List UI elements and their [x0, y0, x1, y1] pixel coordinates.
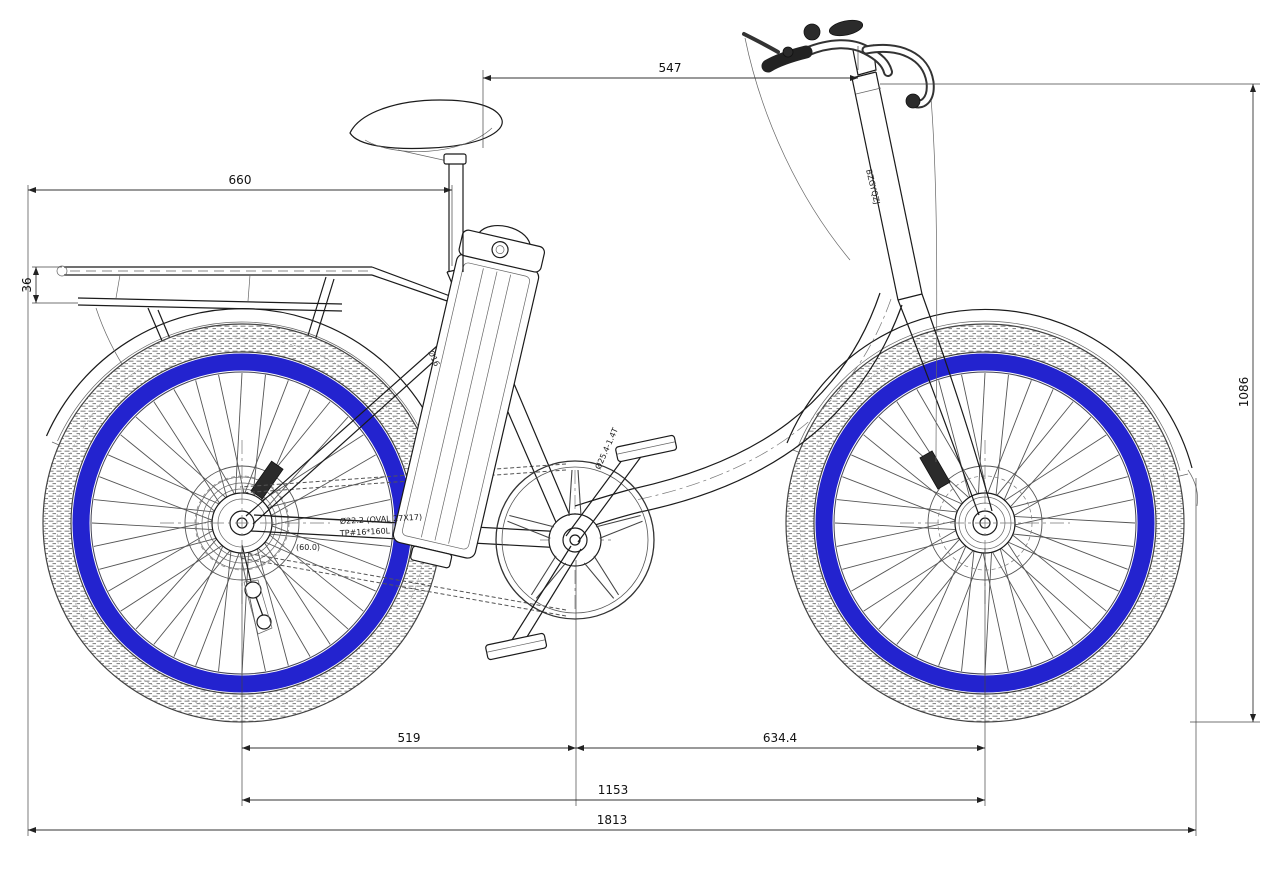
right-grip-end: [905, 93, 921, 109]
rear-derailleur: [241, 544, 273, 635]
rear-brake-caliper: [250, 460, 284, 500]
display-unit: [828, 19, 864, 37]
front-spokes: [834, 372, 1136, 674]
dim-547: 547: [659, 61, 682, 75]
battery: [392, 225, 546, 569]
chainring-spider: [507, 469, 643, 599]
dim-36: 36: [20, 277, 34, 292]
dim-1153: 1153: [598, 783, 629, 797]
dim-634: 634.4: [763, 731, 797, 745]
battery-lock: [491, 241, 509, 259]
front-brake-caliper: [919, 450, 951, 490]
brake-lever: [742, 32, 780, 54]
pedal-bottom: [485, 632, 548, 661]
chain: [239, 463, 567, 617]
hub-note: (60.0): [296, 543, 320, 552]
seat-clamp: [443, 153, 467, 165]
dimensions: 547 660 36 1086 519 634.4 1153 1813: [20, 61, 1257, 834]
saddle: [349, 99, 503, 272]
chain-stay-spec: Ø22.2 (OVAL 27X17): [340, 512, 423, 526]
lever-clamp: [782, 46, 794, 58]
dim-660: 660: [229, 173, 252, 187]
extension-lines: [27, 46, 1260, 836]
dim-519: 519: [398, 731, 421, 745]
chainring: [495, 460, 655, 620]
dim-1813: 1813: [597, 813, 628, 827]
dim-1086: 1086: [1237, 377, 1251, 408]
left-grip: [761, 45, 813, 73]
head-decal: BZGYQZJ: [864, 168, 881, 205]
handlebar: [742, 19, 935, 109]
crankset: [485, 434, 678, 661]
chain-stay-pipe: TP#16*160L: [339, 526, 391, 538]
rear-spokes: [91, 372, 393, 674]
pedal-top: [615, 434, 678, 463]
bell: [803, 23, 821, 41]
